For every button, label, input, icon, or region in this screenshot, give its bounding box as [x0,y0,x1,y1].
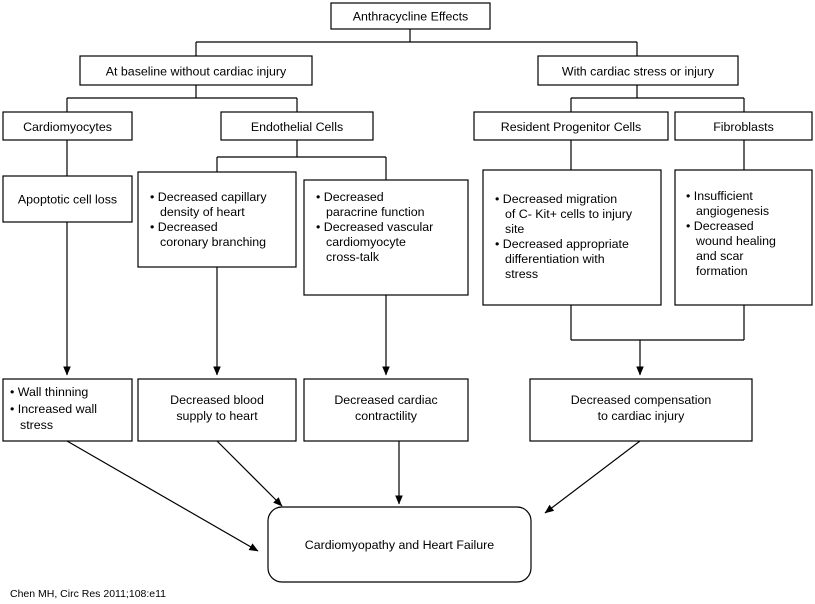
edge-wall-to-final [66,440,259,552]
node-progenitor-bullet2-line3: stress [505,267,538,281]
node-blood-line1: Decreased blood [170,393,264,407]
node-wall-box [2,378,133,442]
node-capillary-bullet2-line1: • Decreased [150,220,218,234]
node-endothelial-box [220,111,374,141]
node-paracrine-bullet2-line2: cardiomyocyte [326,235,406,249]
node-wall-thinning[interactable]: • Wall thinning • Increased wall stress [2,378,133,442]
node-branch-left-box [79,55,313,86]
node-cardiomyopathy-heart-failure[interactable]: Cardiomyopathy and Heart Failure [267,506,532,583]
node-compensation-line2: to cardiac injury [598,409,686,423]
node-progenitor-bullet2-line1: • Decreased appropriate [495,237,629,251]
edge-compensation-to-final [544,440,641,514]
node-progenitor-bullet1-line2: of C- Kit+ cells to injury [505,207,633,221]
node-fibroblasts-label: Fibroblasts [713,120,774,134]
node-capillary-bullet1-line2: density of heart [160,205,245,219]
node-paracrine-bullet1-line2: paracrine function [326,205,425,219]
node-progenitor-bullet1-line3: site [505,222,524,236]
node-capillary-bullet2-line2: coronary branching [160,235,266,249]
node-fibroblast-detail-box [674,169,813,306]
node-progenitor-detail-box [482,169,662,306]
node-decreased-paracrine-function[interactable]: • Decreased paracrine function • Decreas… [303,179,469,296]
node-branch-left-label: At baseline without cardiac injury [106,65,287,79]
node-with-cardiac-stress-or-injury[interactable]: With cardiac stress or injury [537,55,739,86]
edge-blood-to-final [216,440,283,507]
node-fibroblast-bullet2-line2: wound healing [695,234,776,248]
connector-layer [63,29,745,552]
node-fibroblast-bullet1-line1: • Insufficient [686,189,753,203]
node-apoptotic-cell-loss[interactable]: Apoptotic cell loss [2,175,133,223]
node-compensation-line1: Decreased compensation [571,393,712,407]
node-fibroblasts-box [674,111,813,141]
node-progenitor-bullet2-line2: differentiation with [505,252,605,266]
node-fibroblast-bullet2-line4: formation [696,264,748,278]
node-contractility-box [303,378,469,442]
node-paracrine-bullet1-line1: • Decreased [316,190,384,204]
node-root-label: Anthracycline Effects [353,10,468,24]
node-decreased-capillary-density[interactable]: • Decreased capillary density of heart •… [137,171,297,268]
node-progenitor-label: Resident Progenitor Cells [501,120,642,134]
node-paracrine-bullet2-line3: cross-talk [326,250,380,264]
node-fibroblast-bullet2-line1: • Decreased [686,219,754,233]
node-branch-right-box [537,55,739,86]
node-progenitor-box [473,111,669,141]
node-root-box [330,2,491,30]
node-decreased-blood-supply[interactable]: Decreased blood supply to heart [137,378,297,442]
node-wall-bullet2-line1: • Increased wall [10,402,97,416]
node-capillary-bullet1-line1: • Decreased capillary [150,190,267,204]
node-decreased-cardiac-contractility[interactable]: Decreased cardiac contractility [303,378,469,442]
node-progenitor-bullet1-line1: • Decreased migration [495,192,617,206]
node-branch-right-label: With cardiac stress or injury [562,65,715,79]
node-endothelial-label: Endothelial Cells [251,120,343,134]
node-fibroblast-bullet1-line2: angiogenesis [696,204,769,218]
node-contractility-line2: contractility [355,409,418,423]
node-fibroblast-bullet2-line3: and scar [696,249,744,263]
node-final-box [267,506,532,583]
node-final-label: Cardiomyopathy and Heart Failure [305,538,495,552]
node-wall-bullet1-line1: • Wall thinning [10,385,88,399]
citation-text: Chen MH, Circ Res 2011;108:e11 [10,588,167,600]
node-apoptotic-label: Apoptotic cell loss [18,193,117,207]
node-fibroblasts[interactable]: Fibroblasts [674,111,813,141]
node-endothelial-cells[interactable]: Endothelial Cells [220,111,374,141]
node-wall-bullet2-line2: stress [20,418,53,432]
node-paracrine-bullet2-line1: • Decreased vascular [316,220,433,234]
node-contractility-line1: Decreased cardiac [334,393,437,407]
node-blood-line2: supply to heart [176,409,258,423]
node-cardiomyocytes-label: Cardiomyocytes [23,120,112,134]
node-capillary-box [137,171,297,268]
node-anthracycline-effects[interactable]: Anthracycline Effects [330,2,491,30]
node-paracrine-box [303,179,469,296]
node-cardiomyocytes-box [2,111,133,141]
node-insufficient-angiogenesis[interactable]: • Insufficient angiogenesis • Decreased … [674,169,813,306]
node-decreased-compensation[interactable]: Decreased compensation to cardiac injury [529,378,753,442]
node-apoptotic-box [2,175,133,223]
node-at-baseline-without-cardiac-injury[interactable]: At baseline without cardiac injury [79,55,313,86]
node-compensation-box [529,378,753,442]
node-blood-box [137,378,297,442]
node-decreased-migration-ckit[interactable]: • Decreased migration of C- Kit+ cells t… [482,169,662,306]
node-resident-progenitor-cells[interactable]: Resident Progenitor Cells [473,111,669,141]
node-cardiomyocytes[interactable]: Cardiomyocytes [2,111,133,141]
